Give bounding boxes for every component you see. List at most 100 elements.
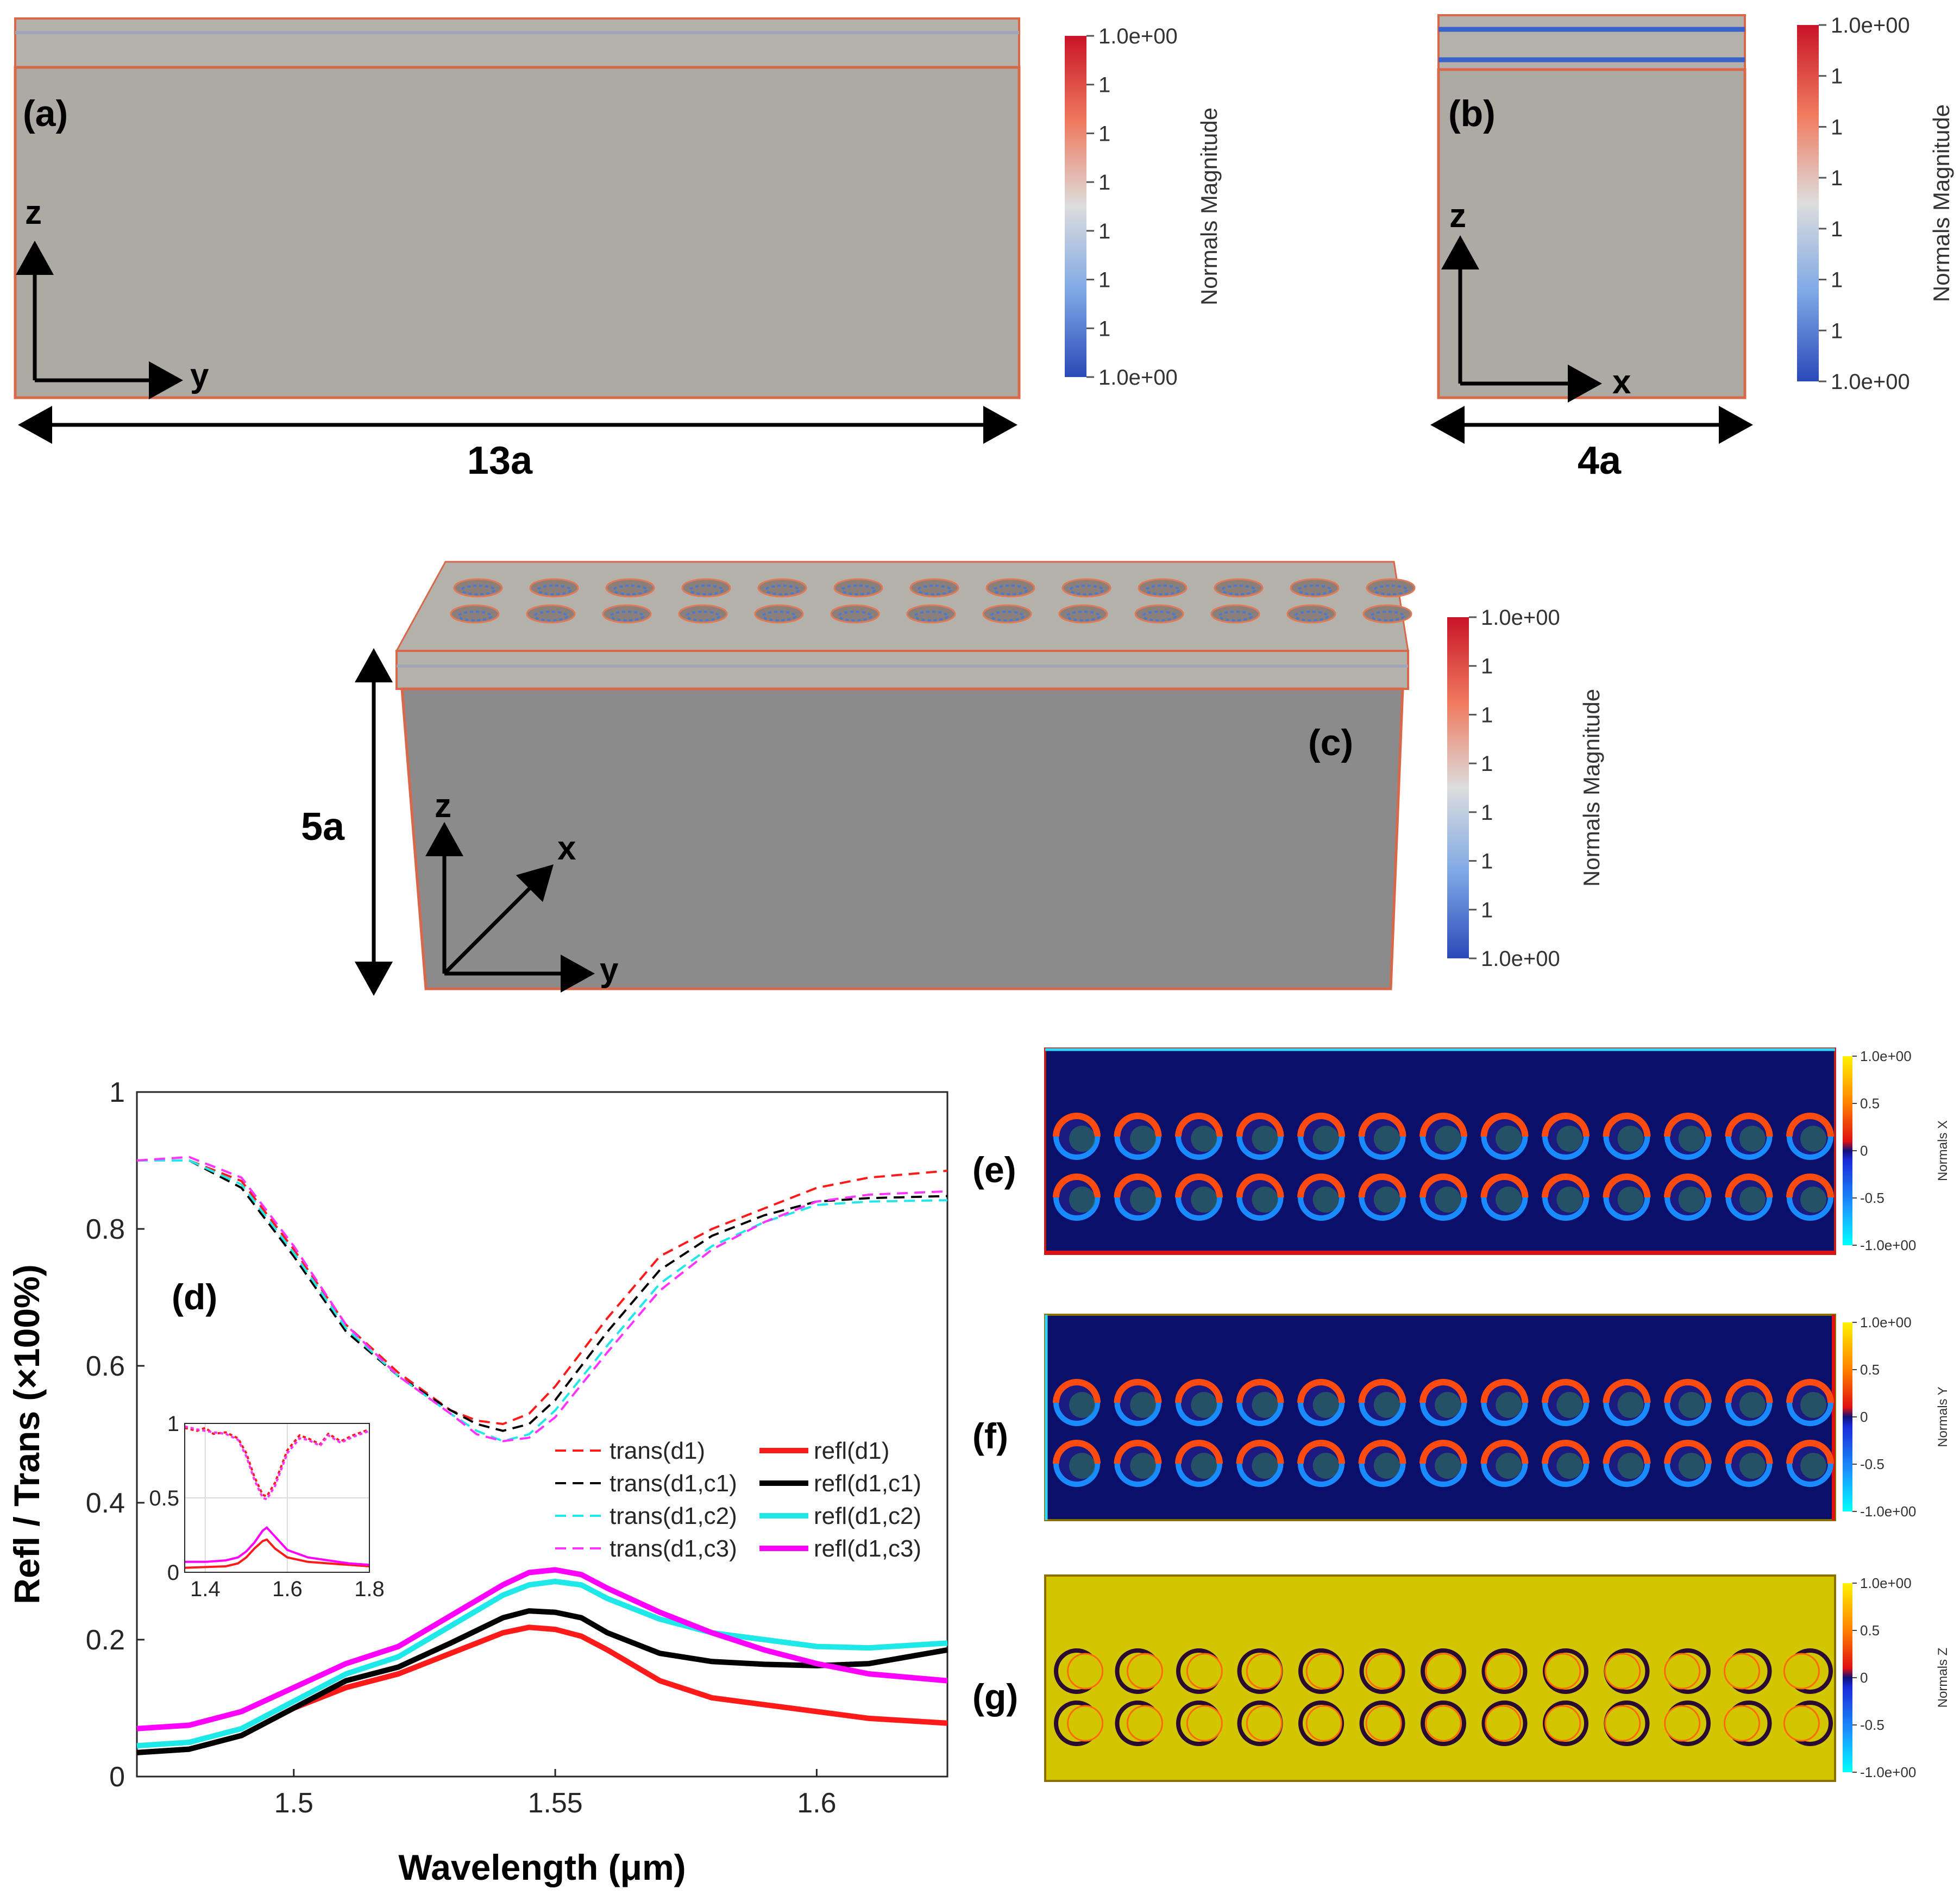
- axis-label-z: z: [435, 787, 451, 825]
- axis-label-z: z: [1449, 197, 1466, 235]
- hole-rim-warm: [1236, 1174, 1284, 1198]
- hole-interior: [1739, 1187, 1766, 1213]
- hole-rim-warm: [1358, 1379, 1406, 1403]
- hole-rim-cool: [1420, 1197, 1467, 1221]
- hole: [1286, 604, 1336, 624]
- hole-interior: [1435, 1187, 1461, 1213]
- hole-rim: [610, 611, 644, 622]
- x-axis-label: Wavelength (μm): [398, 1847, 686, 1887]
- hole-interior: [1678, 1126, 1705, 1152]
- hole: [1058, 604, 1108, 624]
- colorbar-tick-label: 1.0e+00: [1831, 14, 1910, 37]
- hole-rim-cool: [1236, 1197, 1284, 1221]
- inset-x-tick-label: 1.4: [190, 1577, 221, 1601]
- hole: [450, 604, 500, 624]
- hole-inner: [1724, 1705, 1760, 1742]
- hole-interior: [1252, 1126, 1278, 1152]
- hole: [526, 604, 576, 624]
- hole-rim: [689, 585, 724, 595]
- hole-rim: [917, 585, 952, 595]
- hole-rim: [1297, 585, 1332, 595]
- legend-label: refl(d1,c3): [814, 1535, 921, 1562]
- colorbar-tick-label: 1.0e+00: [1481, 606, 1560, 630]
- hole-rim-cool: [1053, 1197, 1100, 1221]
- hole-interior: [1312, 1187, 1339, 1213]
- hole-rim-cool: [1725, 1136, 1773, 1160]
- slab-layer: [395, 650, 1409, 690]
- colorbar-title: Normals Magnitude: [1928, 104, 1954, 302]
- inset-series-line: [185, 1526, 370, 1566]
- legend-label: trans(d1,c1): [610, 1470, 737, 1497]
- hole-rim: [1066, 611, 1101, 622]
- hole-inner: [1485, 1653, 1522, 1690]
- colorbar-tick-label: -0.5: [1860, 1456, 1884, 1472]
- hole-rim-cool: [1542, 1136, 1589, 1160]
- panel-a: (a) z y 13a: [14, 17, 1021, 482]
- slab-top-layer: [14, 17, 1020, 68]
- hole-rim-cool: [1176, 1463, 1222, 1487]
- colorbar-tick-label: 1.0e+00: [1481, 947, 1560, 971]
- hole: [1362, 604, 1412, 624]
- hole: [1214, 578, 1264, 598]
- hole-array-top: [450, 578, 1416, 624]
- hole-interior: [1312, 1392, 1339, 1418]
- hole-rim-cool: [1787, 1136, 1833, 1160]
- panel-label-c: (c): [1308, 722, 1353, 763]
- colorbar-gradient: [1843, 1583, 1852, 1772]
- hole: [529, 578, 579, 598]
- hole-rim-warm: [1175, 1379, 1223, 1403]
- hole-rim-warm: [1542, 1174, 1590, 1198]
- hole-rim: [841, 585, 876, 595]
- colorbar-tick-label: 0: [1860, 1670, 1868, 1686]
- hole-interior: [1496, 1392, 1522, 1418]
- hole-rim-cool: [1236, 1402, 1284, 1426]
- colorbar-tick-label: 1: [1098, 122, 1110, 146]
- hole-interior: [1800, 1187, 1826, 1213]
- series-line-trans-d1-c2: [137, 1159, 948, 1442]
- hole-interior: [1130, 1187, 1157, 1213]
- y-axis-ticks: 00.20.40.60.81: [86, 1077, 145, 1793]
- hole-rim: [533, 611, 568, 622]
- colorbar-tick-label: 1: [1831, 166, 1843, 190]
- hole-interior: [1678, 1187, 1705, 1213]
- hole-inner: [1604, 1653, 1641, 1690]
- hole-rim-warm: [1786, 1174, 1834, 1198]
- hole-rim-cool: [1481, 1197, 1528, 1221]
- hole-rim-cool: [1298, 1136, 1345, 1160]
- hole-inner: [1305, 1705, 1342, 1742]
- hole-interior: [1373, 1126, 1400, 1152]
- hole-interior: [1130, 1126, 1157, 1152]
- hole-rim-cool: [1542, 1463, 1589, 1487]
- hole-rim-cool: [1787, 1463, 1833, 1487]
- hole-rim-cool: [1725, 1197, 1773, 1221]
- hole-rim-warm: [1603, 1113, 1651, 1137]
- hole: [602, 604, 652, 624]
- colorbar-tick-label: -1.0e+00: [1860, 1503, 1916, 1520]
- hole-rim-cool: [1787, 1402, 1833, 1426]
- hole-interior: [1191, 1187, 1217, 1213]
- hole-interior: [1496, 1126, 1522, 1152]
- colorbar-tick-label: 1: [1831, 65, 1843, 89]
- hole-rim-cool: [1420, 1136, 1467, 1160]
- hole-rim-cool: [1420, 1402, 1467, 1426]
- hole-rim-warm: [1664, 1113, 1712, 1137]
- hole-rim-warm: [1236, 1440, 1284, 1464]
- colorbar-tick-label: 1.0e+00: [1098, 366, 1178, 390]
- y-tick-label: 1: [109, 1077, 125, 1108]
- inset-series-line: [184, 1426, 370, 1498]
- y-tick-label: 0.8: [86, 1214, 125, 1245]
- inset-series-line: [184, 1538, 370, 1569]
- dimension-label: 13a: [467, 439, 533, 482]
- series-lines: [136, 1156, 948, 1755]
- hole-rim-warm: [1603, 1379, 1651, 1403]
- hole-inner: [1783, 1653, 1820, 1690]
- hole-interior: [1191, 1453, 1217, 1479]
- hole-rim-warm: [1664, 1379, 1712, 1403]
- hole-rim-cool: [1114, 1197, 1161, 1221]
- hole-rim-cool: [1236, 1463, 1284, 1487]
- hole-rim-warm: [1053, 1174, 1101, 1198]
- hole-interior: [1373, 1453, 1400, 1479]
